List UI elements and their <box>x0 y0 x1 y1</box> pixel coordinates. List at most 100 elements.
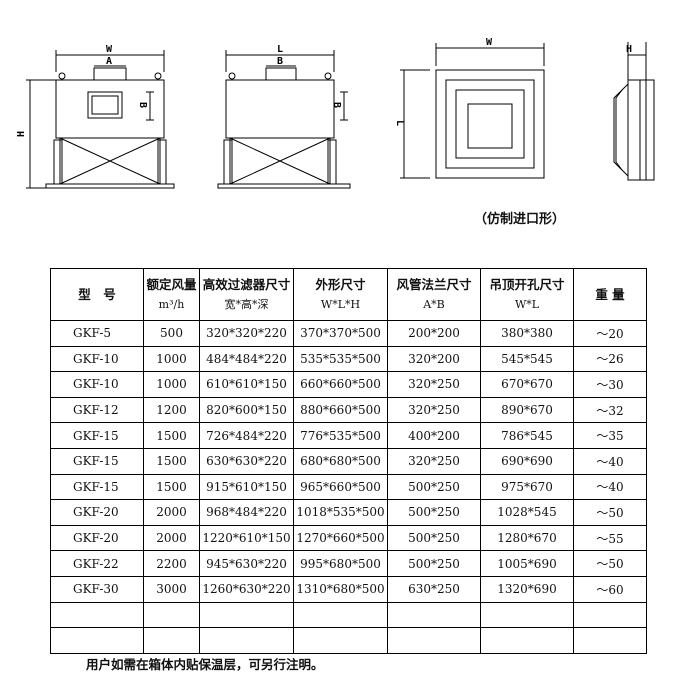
cell-weight <box>573 627 647 654</box>
cell-model: GKF-20 <box>50 499 144 526</box>
cell-weight: ～20 <box>573 320 647 347</box>
header-model: 型 号 <box>50 268 144 321</box>
cell-airflow: 1000 <box>143 345 200 373</box>
side-view-drawing: L B B <box>217 44 351 189</box>
cell-airflow: 1200 <box>143 396 200 424</box>
cell-model <box>50 627 144 654</box>
cell-filter-size <box>199 601 294 629</box>
cell-weight <box>573 601 647 629</box>
cell-filter-size: 484*484*220 <box>199 345 294 373</box>
cell-model <box>50 601 144 629</box>
top-width-label: W <box>486 37 493 48</box>
cell-ceiling-opening: 786*545 <box>480 422 574 449</box>
cell-ceiling-opening <box>480 601 574 629</box>
cell-outer-size: 965*660*500 <box>293 473 388 501</box>
drawing-caption: （仿制进口形） <box>474 212 566 227</box>
cell-outer-size: 660*660*500 <box>293 371 388 398</box>
cell-flange-size: 400*200 <box>387 422 481 449</box>
cell-airflow: 1000 <box>143 371 200 398</box>
cell-ceiling-opening: 890*670 <box>480 396 574 424</box>
front-b-label: B <box>137 102 148 108</box>
table-row <box>50 627 647 654</box>
cell-weight: ～60 <box>573 575 647 603</box>
cell-weight: ～35 <box>573 422 647 449</box>
cell-flange-size: 500*250 <box>387 524 481 552</box>
cell-outer-size: 680*680*500 <box>293 447 388 475</box>
cell-outer-size <box>293 601 388 629</box>
cell-model: GKF-10 <box>50 345 144 373</box>
cell-ceiling-opening: 1005*690 <box>480 550 574 577</box>
cell-ceiling-opening: 380*380 <box>480 320 574 347</box>
cell-airflow <box>143 601 200 629</box>
end-height-label: H <box>626 44 632 55</box>
cell-model: GKF-30 <box>50 575 144 603</box>
cell-airflow: 2000 <box>143 524 200 552</box>
cell-flange-size: 320*250 <box>387 447 481 475</box>
cell-model: GKF-15 <box>50 473 144 501</box>
cell-model: GKF-15 <box>50 422 144 449</box>
cell-airflow <box>143 627 200 654</box>
cell-model: GKF-22 <box>50 550 144 577</box>
cell-weight: ～50 <box>573 550 647 577</box>
side-length-label: L <box>277 44 283 55</box>
cell-filter-size: 630*630*220 <box>199 447 294 475</box>
cell-model: GKF-20 <box>50 524 144 552</box>
front-a-label: A <box>106 56 112 67</box>
cell-airflow: 2000 <box>143 499 200 526</box>
cell-filter-size: 1220*610*150 <box>199 524 294 552</box>
cell-filter-size: 320*320*220 <box>199 320 294 347</box>
cell-outer-size: 880*660*500 <box>293 396 388 424</box>
cell-weight: ～50 <box>573 499 647 526</box>
cell-airflow: 500 <box>143 320 200 347</box>
front-width-label: W <box>106 44 113 55</box>
side-b2-label: B <box>331 102 342 108</box>
side-b-label: B <box>277 56 283 67</box>
cell-weight: ～40 <box>573 447 647 475</box>
cell-outer-size: 776*535*500 <box>293 422 388 449</box>
header-weight: 重 量 <box>573 268 647 321</box>
cell-flange-size: 630*250 <box>387 575 481 603</box>
cell-ceiling-opening: 690*690 <box>480 447 574 475</box>
top-length-label: L <box>394 120 405 126</box>
cell-ceiling-opening: 1028*545 <box>480 499 574 526</box>
cell-flange-size <box>387 627 481 654</box>
cell-flange-size: 320*250 <box>387 396 481 424</box>
cell-model: GKF-5 <box>50 320 144 347</box>
header-filter-size: 高效过滤器尺寸宽*高*深 <box>199 268 294 321</box>
cell-ceiling-opening: 545*545 <box>480 345 574 373</box>
cell-outer-size <box>293 627 388 654</box>
front-view-drawing: W A B H <box>16 44 175 189</box>
cell-weight: ～30 <box>573 371 647 398</box>
cell-ceiling-opening: 1320*690 <box>480 575 574 603</box>
cell-outer-size: 535*535*500 <box>293 345 388 373</box>
cell-outer-size: 1018*535*500 <box>293 499 388 526</box>
cell-flange-size <box>387 601 481 629</box>
cell-flange-size: 500*250 <box>387 473 481 501</box>
cell-flange-size: 320*200 <box>387 345 481 373</box>
cell-weight: ～55 <box>573 524 647 552</box>
cell-weight: ～32 <box>573 396 647 424</box>
cell-outer-size: 995*680*500 <box>293 550 388 577</box>
cell-filter-size: 820*600*150 <box>199 396 294 424</box>
cell-weight: ～26 <box>573 345 647 373</box>
technical-drawings: W A B H L <box>16 37 655 189</box>
cell-flange-size: 500*250 <box>387 499 481 526</box>
cell-outer-size: 1310*680*500 <box>293 575 388 603</box>
cell-airflow: 1500 <box>143 447 200 475</box>
cell-filter-size: 610*610*150 <box>199 371 294 398</box>
